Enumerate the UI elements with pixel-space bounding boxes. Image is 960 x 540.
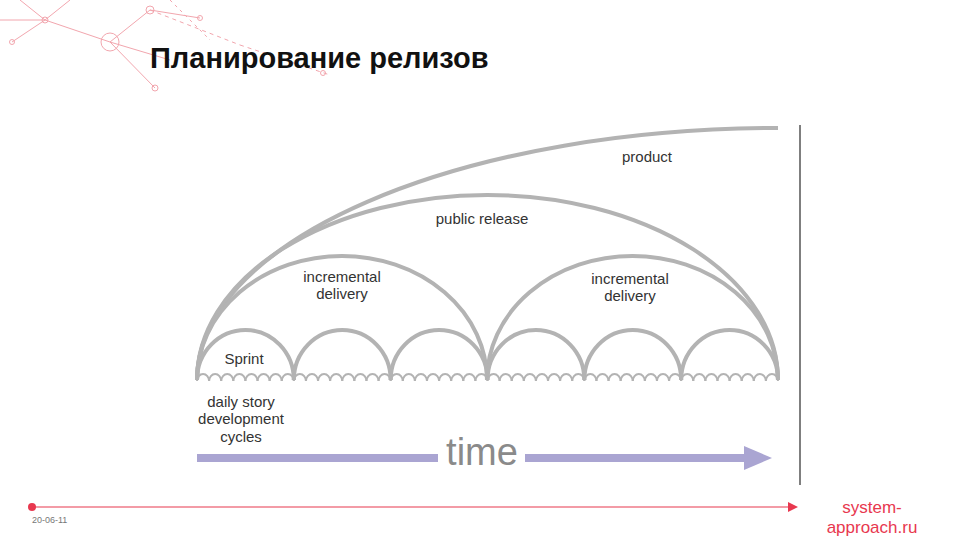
- daily-arc: [475, 374, 487, 381]
- daily-arc: [306, 374, 318, 381]
- release-arcs: [197, 128, 778, 380]
- daily-arc: [330, 374, 342, 381]
- daily-arc: [730, 374, 742, 381]
- sprint-arc: [294, 330, 391, 380]
- daily-arc: [270, 374, 282, 381]
- arc-label: product: [587, 148, 707, 165]
- daily-arc: [524, 374, 536, 381]
- daily-arc: [282, 374, 294, 381]
- daily-arc: [439, 374, 451, 381]
- daily-arc: [717, 374, 729, 381]
- daily-arc: [500, 374, 512, 381]
- daily-arc: [621, 374, 633, 381]
- footer-line: [28, 502, 798, 512]
- daily-arc: [245, 374, 257, 381]
- sprint-arc: [584, 330, 681, 380]
- daily-arc: [669, 374, 681, 381]
- cycle-label: daily story development cycles: [189, 393, 294, 445]
- daily-arc: [379, 374, 391, 381]
- axis-label: time: [437, 433, 527, 471]
- daily-arc: [693, 374, 705, 381]
- daily-arc: [766, 374, 778, 381]
- daily-arc: [258, 374, 270, 381]
- daily-arc: [294, 374, 306, 381]
- daily-arc: [427, 374, 439, 381]
- daily-arc: [681, 374, 693, 381]
- daily-arc: [609, 374, 621, 381]
- sprint-arcs: [197, 330, 778, 380]
- slide-title: Планирование релизов: [150, 42, 489, 75]
- daily-arc: [451, 374, 463, 381]
- daily-arc: [488, 374, 500, 381]
- daily-arc: [391, 374, 403, 381]
- date-label: 20-06-11: [32, 515, 92, 525]
- daily-arc: [366, 374, 378, 381]
- end-line: [799, 125, 801, 485]
- daily-arc: [705, 374, 717, 381]
- sprint-arc: [488, 330, 585, 380]
- daily-arc: [463, 374, 475, 381]
- sprint-arc: [391, 330, 488, 380]
- daily-arc: [633, 374, 645, 381]
- daily-arc: [584, 374, 596, 381]
- daily-arc: [572, 374, 584, 381]
- arc-label: Sprint: [209, 350, 279, 367]
- product-arc: [197, 128, 778, 380]
- daily-cycle-arcs: [197, 374, 778, 381]
- increment-arc: [487, 256, 778, 380]
- daily-arc: [318, 374, 330, 381]
- daily-arc: [342, 374, 354, 381]
- daily-arc: [403, 374, 415, 381]
- site-name: system-approach.ru: [797, 498, 947, 537]
- daily-arc: [512, 374, 524, 381]
- daily-arc: [548, 374, 560, 381]
- sprint-arc: [197, 330, 294, 380]
- arc-label: incremental delivery: [575, 270, 685, 305]
- daily-arc: [197, 374, 209, 381]
- daily-arc: [657, 374, 669, 381]
- daily-arc: [742, 374, 754, 381]
- daily-arc: [354, 374, 366, 381]
- daily-arc: [415, 374, 427, 381]
- sprint-arc: [681, 330, 778, 380]
- daily-arc: [209, 374, 221, 381]
- increment-arc: [197, 256, 487, 380]
- daily-arc: [221, 374, 233, 381]
- arc-label: incremental delivery: [287, 268, 397, 303]
- daily-arc: [560, 374, 572, 381]
- daily-arc: [233, 374, 245, 381]
- daily-arc: [536, 374, 548, 381]
- daily-arc: [754, 374, 766, 381]
- arc-label: public release: [412, 210, 552, 227]
- daily-arc: [596, 374, 608, 381]
- daily-arc: [645, 374, 657, 381]
- public-release-arc: [197, 195, 778, 380]
